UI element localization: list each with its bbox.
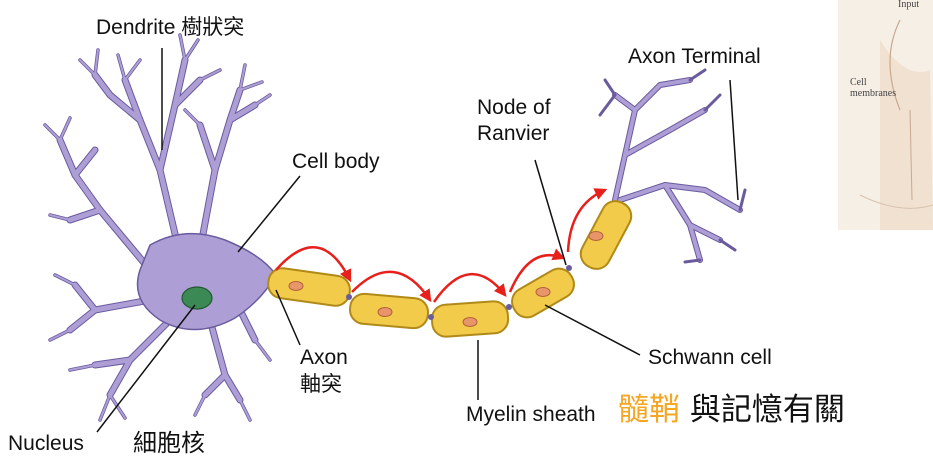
- nucleus-label: Nucleus: [8, 432, 84, 455]
- myelin-sheath-label: Myelin sheath: [466, 403, 596, 426]
- inset-cell-line2: membranes: [850, 89, 896, 100]
- node-of-ranvier-label: Node of Ranvier: [477, 95, 551, 148]
- nucleus-zh-label: 細胞核: [133, 430, 205, 456]
- myelin-sheath: [266, 196, 636, 337]
- inset-top-text: Input: [898, 0, 919, 11]
- axon-terminal-label: Axon Terminal: [628, 45, 761, 68]
- cell-body: [45, 35, 276, 420]
- node-of-ranvier-line2: Ranvier: [477, 121, 551, 147]
- dendrite-label: Dendrite 樹狀突: [96, 16, 244, 39]
- axon-label-zh: 軸突: [300, 371, 348, 397]
- myelin-memory-note: 髓鞘 與記憶有關: [618, 393, 845, 427]
- textbook-inset-image: [838, 0, 933, 230]
- inset-cell-membranes: Cell membranes: [850, 78, 896, 99]
- note-rest: 與記憶有關: [690, 392, 845, 428]
- schwann-cell-label: Schwann cell: [648, 346, 772, 369]
- inset-cell-line1: Cell: [850, 78, 896, 89]
- cell-body-label: Cell body: [292, 150, 380, 173]
- axon-label: Axon 軸突: [300, 345, 348, 398]
- node-of-ranvier-line1: Node of: [477, 95, 551, 121]
- nucleus: [182, 287, 212, 309]
- axon-label-en: Axon: [300, 345, 348, 371]
- note-highlight: 髓鞘: [618, 392, 680, 428]
